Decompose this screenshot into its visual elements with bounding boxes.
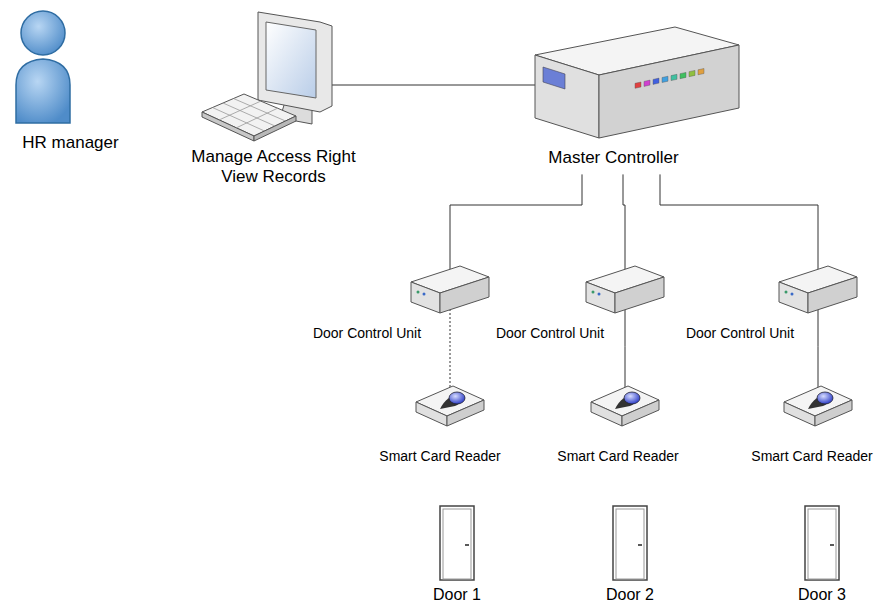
smart-card-reader: Smart Card Reader — [783, 378, 853, 465]
door: Door 2 — [612, 505, 648, 604]
user-icon: HR manager — [10, 5, 75, 153]
smart-card-reader: Smart Card Reader — [590, 378, 660, 465]
door-icon — [804, 505, 840, 581]
door-control-unit: Door Control Unit — [410, 265, 490, 342]
connector-line — [625, 305, 626, 393]
door: Door 1 — [439, 505, 475, 604]
device-label: Smart Card Reader — [751, 448, 872, 465]
connector-line — [450, 305, 451, 393]
door: Door 3 — [804, 505, 840, 604]
device-label: Door Control Unit — [313, 325, 421, 342]
device-label: Door Control Unit — [686, 325, 794, 342]
device-label: Master Controller — [548, 148, 678, 168]
device-label: Door 1 — [433, 585, 481, 604]
dcu-icon — [585, 265, 665, 315]
device-label: Door Control Unit — [496, 325, 604, 342]
master-icon — [535, 25, 740, 140]
scr-icon — [590, 378, 660, 428]
device-label: Door 3 — [798, 585, 846, 604]
door-icon — [439, 505, 475, 581]
door-control-unit: Door Control Unit — [778, 265, 858, 342]
master-controller: Master Controller — [535, 25, 740, 168]
scr-icon — [415, 378, 485, 428]
connector-line — [818, 305, 819, 393]
workstation: Manage Access Right View Records — [200, 8, 335, 188]
device-label: Smart Card Reader — [557, 448, 678, 465]
door-control-unit: Door Control Unit — [585, 265, 665, 342]
device-label: Door 2 — [606, 585, 654, 604]
connector-line — [623, 174, 625, 275]
device-label: HR manager — [22, 133, 118, 153]
smart-card-reader: Smart Card Reader — [415, 378, 485, 465]
scr-icon — [783, 378, 853, 428]
door-icon — [612, 505, 648, 581]
person-icon — [10, 5, 75, 125]
dcu-icon — [778, 265, 858, 315]
device-label: Smart Card Reader — [379, 448, 500, 465]
device-label: Manage Access Right View Records — [184, 147, 364, 188]
connector-line — [660, 174, 818, 275]
connector-line — [450, 174, 582, 275]
dcu-icon — [410, 265, 490, 315]
connector-line — [332, 85, 535, 86]
computer-icon — [200, 8, 335, 143]
